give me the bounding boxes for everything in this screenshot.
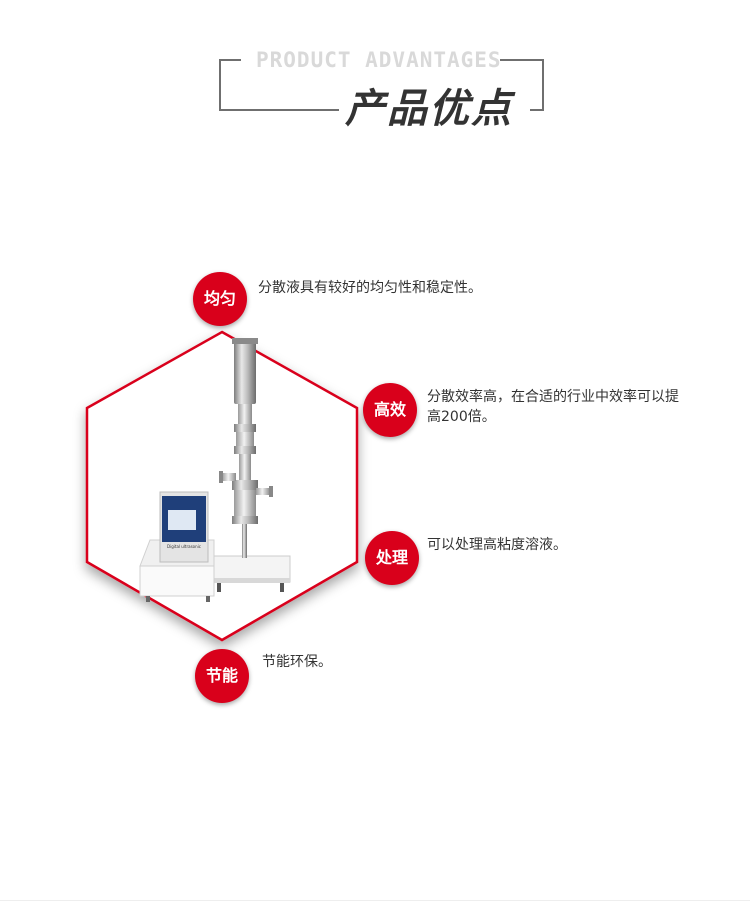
frame-bottom-right — [530, 109, 544, 111]
section-title-cn: 产品优点 — [345, 86, 513, 132]
transducer-column — [219, 338, 273, 524]
stand-base — [211, 555, 291, 592]
badge-uniform: 均匀 — [193, 272, 247, 326]
advantage-process-text: 可以处理高粘度溶液。 — [427, 537, 567, 553]
section-title-en: PRODUCT ADVANTAGES — [256, 48, 502, 72]
frame-right — [542, 59, 544, 111]
screen-label: Digital ultrasonic — [167, 544, 201, 549]
frame-top-right — [500, 59, 544, 61]
badge-process: 处理 — [365, 531, 419, 585]
section-header: PRODUCT ADVANTAGES 产品优点 — [0, 0, 750, 150]
badge-efficient: 高效 — [363, 383, 417, 437]
frame-top-left — [219, 59, 241, 61]
advantage-uniform-text: 分散液具有较好的均匀性和稳定性。 — [258, 280, 482, 296]
advantage-energy-text: 节能环保。 — [262, 654, 332, 670]
frame-bottom-left — [219, 109, 339, 111]
badge-energy: 节能 — [195, 649, 249, 703]
frame-left — [219, 59, 221, 111]
bottom-divider — [0, 900, 750, 901]
stand-pole — [242, 520, 247, 558]
advantage-efficient-text: 分散效率高，在合适的行业中效率可以提高200倍。 — [427, 389, 679, 425]
generator-unit: Digital ultrasonic — [159, 491, 209, 563]
hexagon-frame — [85, 330, 359, 642]
